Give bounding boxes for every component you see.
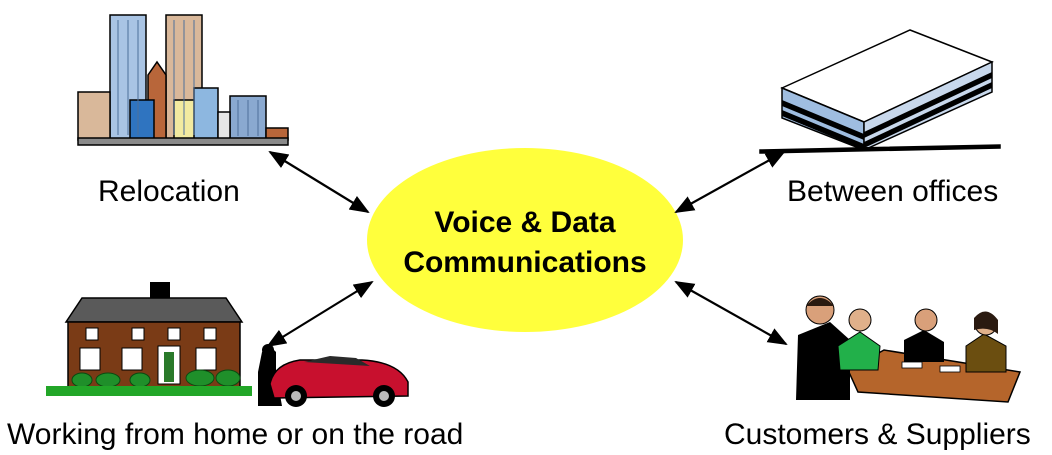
label-relocation: Relocation (98, 175, 240, 208)
arrow-relocation (268, 150, 370, 214)
city-skyline-icon (77, 14, 289, 146)
office-building-icon (759, 29, 1001, 154)
center-title-line2: Communications (403, 246, 647, 279)
meeting-people-icon (796, 295, 1022, 403)
arrow-between-offices (674, 151, 786, 213)
center-ellipse (367, 148, 683, 332)
label-customers-suppliers: Customers & Suppliers (724, 418, 1031, 451)
house-and-car-icon (46, 282, 409, 407)
arrow-customers-suppliers (674, 281, 788, 345)
label-between-offices: Between offices (787, 175, 999, 208)
arrow-working-from-home (266, 280, 374, 348)
center-title-line1: Voice & Data (434, 206, 616, 239)
center-title: Voice & Data Communications (366, 203, 684, 283)
label-working-from-home: Working from home or on the road (7, 418, 464, 451)
